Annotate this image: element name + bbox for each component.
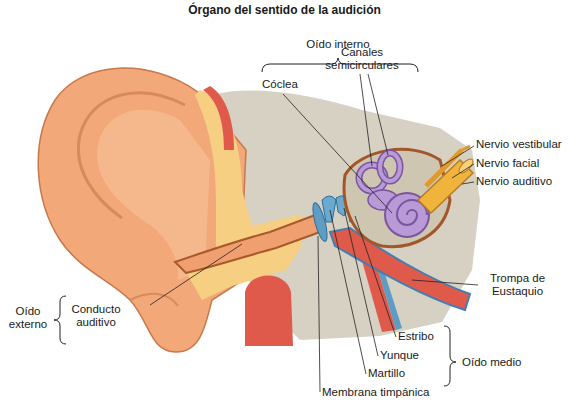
part-label: Nervio auditivo (476, 175, 552, 188)
leader-line (412, 280, 478, 285)
leader-line (368, 74, 388, 155)
part-label: Membrana timpánica (322, 386, 429, 399)
leader-line (442, 146, 474, 166)
part-label: Nervio facial (476, 157, 539, 170)
pinna-concha (97, 110, 210, 280)
semicircular-canal (380, 153, 400, 181)
leader-lines (150, 74, 478, 392)
part-label: Cóclea (262, 78, 298, 91)
leader-line (355, 216, 396, 337)
diagram-title: Órgano del sentido de la audición (0, 3, 569, 17)
malleus (322, 196, 336, 222)
leader-line (150, 244, 242, 305)
nerve-end (457, 157, 475, 175)
blood-vessel (203, 86, 234, 150)
brackets (54, 58, 456, 386)
leader-line (283, 94, 392, 213)
ear-canal (175, 214, 320, 273)
bracket (444, 326, 456, 386)
leader-line (330, 210, 366, 374)
leader-line (344, 208, 378, 356)
part-label: Trompa de Eustaquio (480, 272, 555, 298)
leader-line (452, 164, 474, 178)
nerve-strand (426, 150, 462, 186)
pinna-fold (130, 294, 178, 306)
part-label: Oído medio (462, 356, 521, 369)
part-label: Conducto auditivo (63, 303, 129, 329)
part-label: Estribo (398, 330, 434, 343)
part-label: Nervio vestibular (476, 138, 562, 151)
part-label: Canales semicirculares (317, 46, 407, 72)
leader-line (360, 74, 372, 166)
part-label: Martillo (368, 367, 405, 380)
semicircular-canal (380, 153, 400, 181)
leader-line (318, 236, 320, 392)
part-label: Oído externo (4, 305, 52, 331)
leader-line (462, 182, 474, 184)
part-label: Yunque (380, 349, 419, 362)
pinna-fold (78, 93, 185, 218)
muscle (245, 276, 293, 347)
bracket (54, 296, 66, 344)
